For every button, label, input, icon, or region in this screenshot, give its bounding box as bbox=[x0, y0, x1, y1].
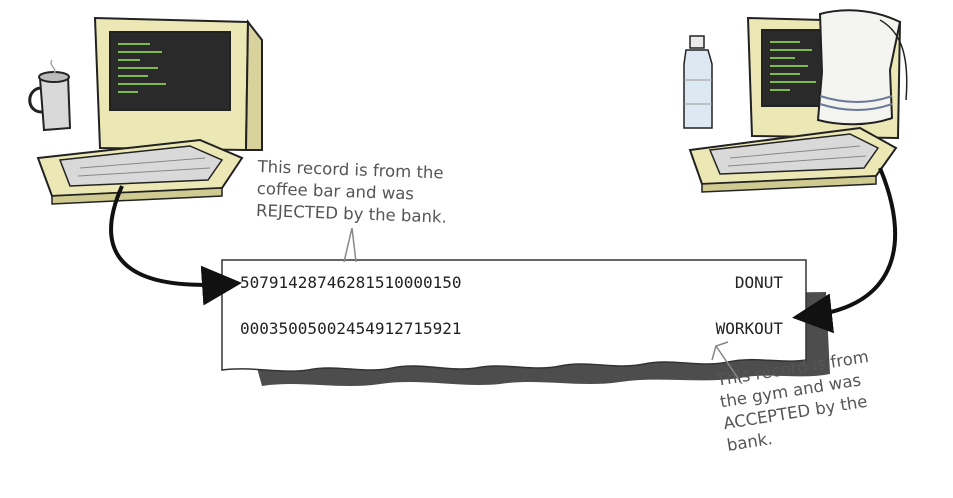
towel-icon bbox=[816, 9, 908, 126]
left-arrow bbox=[109, 185, 242, 306]
record-number-workout: 00035005002454912715921 bbox=[240, 319, 462, 338]
record-number-donut: 507914287462815100001​50 bbox=[240, 273, 462, 292]
left-note-pointer bbox=[343, 227, 357, 263]
coffee-mug-icon bbox=[28, 59, 72, 132]
record-label-workout: WORKOUT bbox=[715, 319, 783, 338]
left-computer-icon bbox=[36, 16, 263, 205]
record-card bbox=[221, 259, 830, 386]
right-note-pointer bbox=[711, 341, 743, 385]
water-bottle-icon bbox=[683, 35, 713, 129]
right-arrow bbox=[792, 167, 898, 334]
note-rejected: This record is from the coffee bar and w… bbox=[256, 156, 449, 229]
record-label-donut: DONUT bbox=[734, 273, 783, 292]
